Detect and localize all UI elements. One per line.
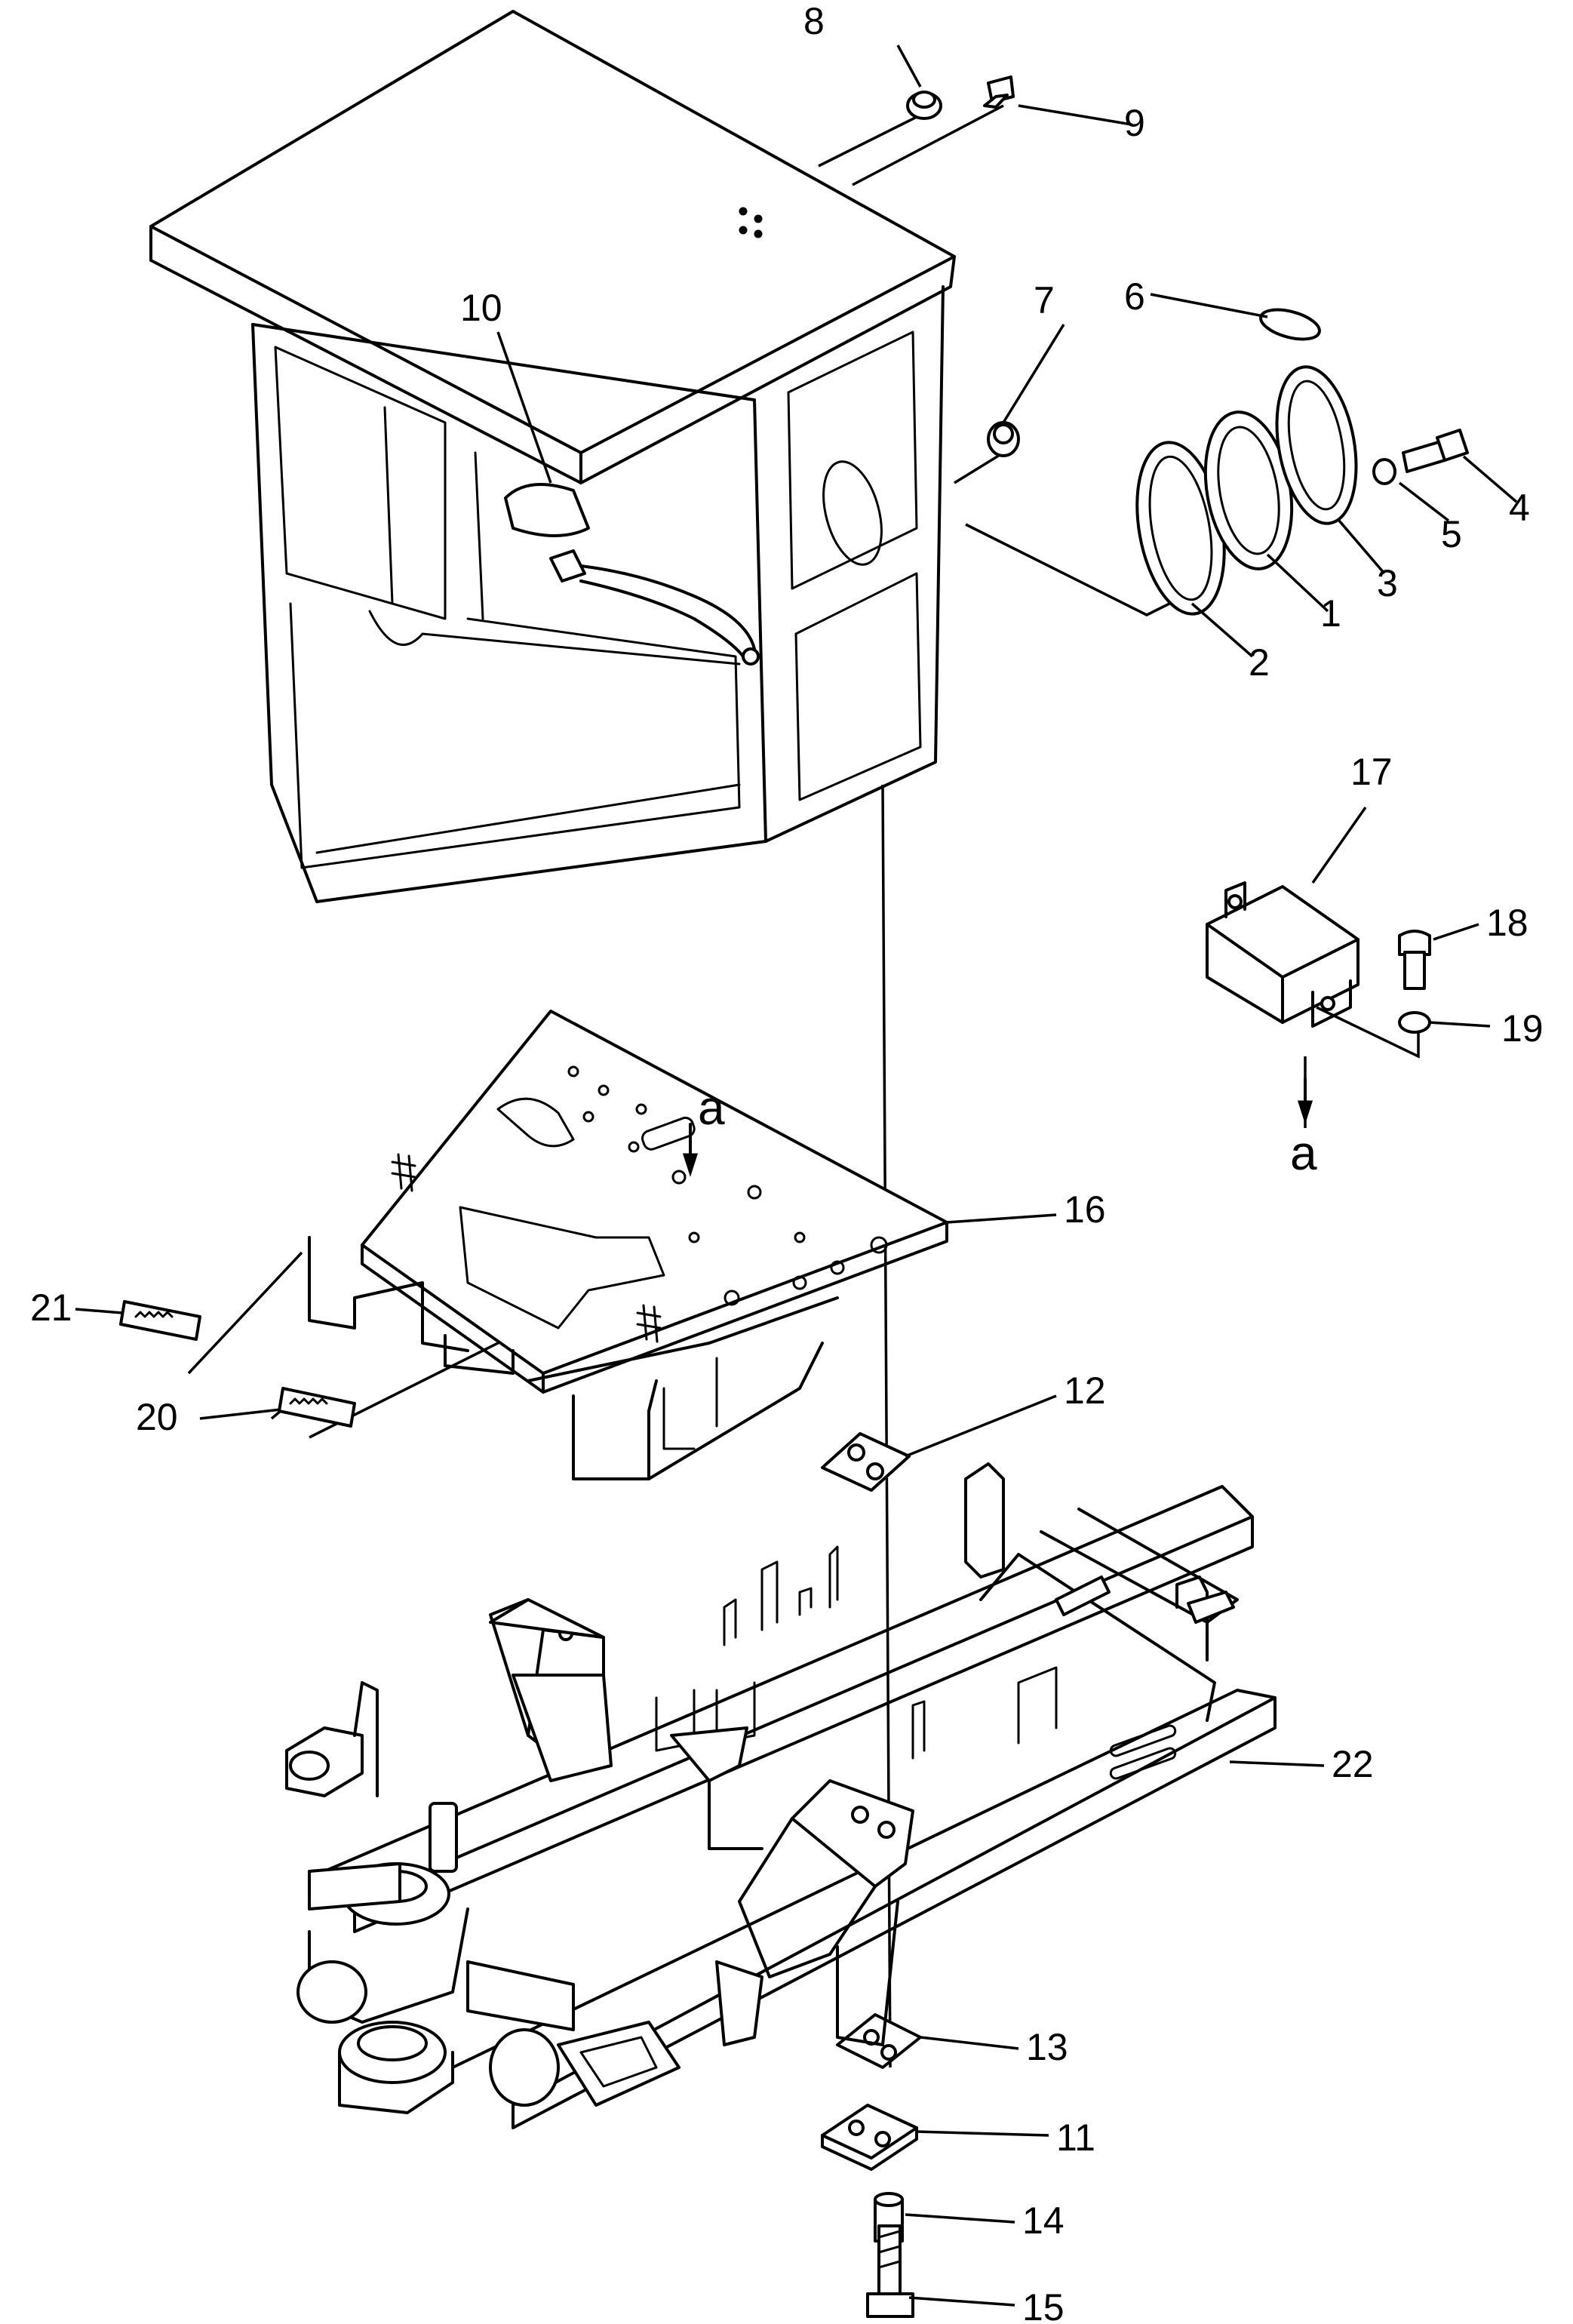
leader-lines: [187, 104, 1420, 2068]
part-label-15: 15: [1022, 2286, 1065, 2324]
mounting-hardware: [821, 1432, 922, 2318]
part-label-18: 18: [1486, 902, 1528, 944]
part-label-12: 12: [1064, 1370, 1106, 1412]
part-label-14: 14: [1022, 2200, 1065, 2242]
part-label-22: 22: [1332, 1743, 1374, 1785]
part-label-1: 1: [1320, 592, 1341, 635]
part-label-17: 17: [1350, 751, 1393, 793]
part-label-13: 13: [1026, 2026, 1068, 2068]
part-label-21: 21: [30, 1286, 72, 1329]
part-number-labels: 8 9 7 6 10 4 5 3 1 2 17 18 19 a a 16 21 …: [30, 0, 1544, 2324]
view-a-label-bracket: a: [1290, 1126, 1317, 1180]
mount-parts: [906, 75, 1469, 616]
part-label-11: 11: [1056, 2116, 1095, 2159]
part-label-8: 8: [803, 0, 825, 42]
view-a-label-floor: a: [698, 1081, 725, 1135]
part-label-4: 4: [1509, 487, 1530, 529]
floor-plate-assembly: [308, 1010, 948, 1480]
part-label-20: 20: [136, 1396, 178, 1438]
part-label-6: 6: [1124, 275, 1145, 318]
part-label-19: 19: [1501, 1007, 1544, 1050]
part-label-10: 10: [460, 287, 502, 329]
part-label-3: 3: [1377, 562, 1398, 604]
decal-parts: [119, 1300, 356, 1428]
main-frame-assembly: [285, 1462, 1277, 2129]
part-label-16: 16: [1064, 1188, 1106, 1231]
bracket-assembly: [1206, 881, 1431, 1124]
part-label-7: 7: [1034, 279, 1055, 321]
part-label-5: 5: [1441, 513, 1462, 555]
part-label-9: 9: [1124, 102, 1145, 144]
cab-assembly: [149, 10, 956, 903]
part-label-2: 2: [1249, 641, 1270, 684]
